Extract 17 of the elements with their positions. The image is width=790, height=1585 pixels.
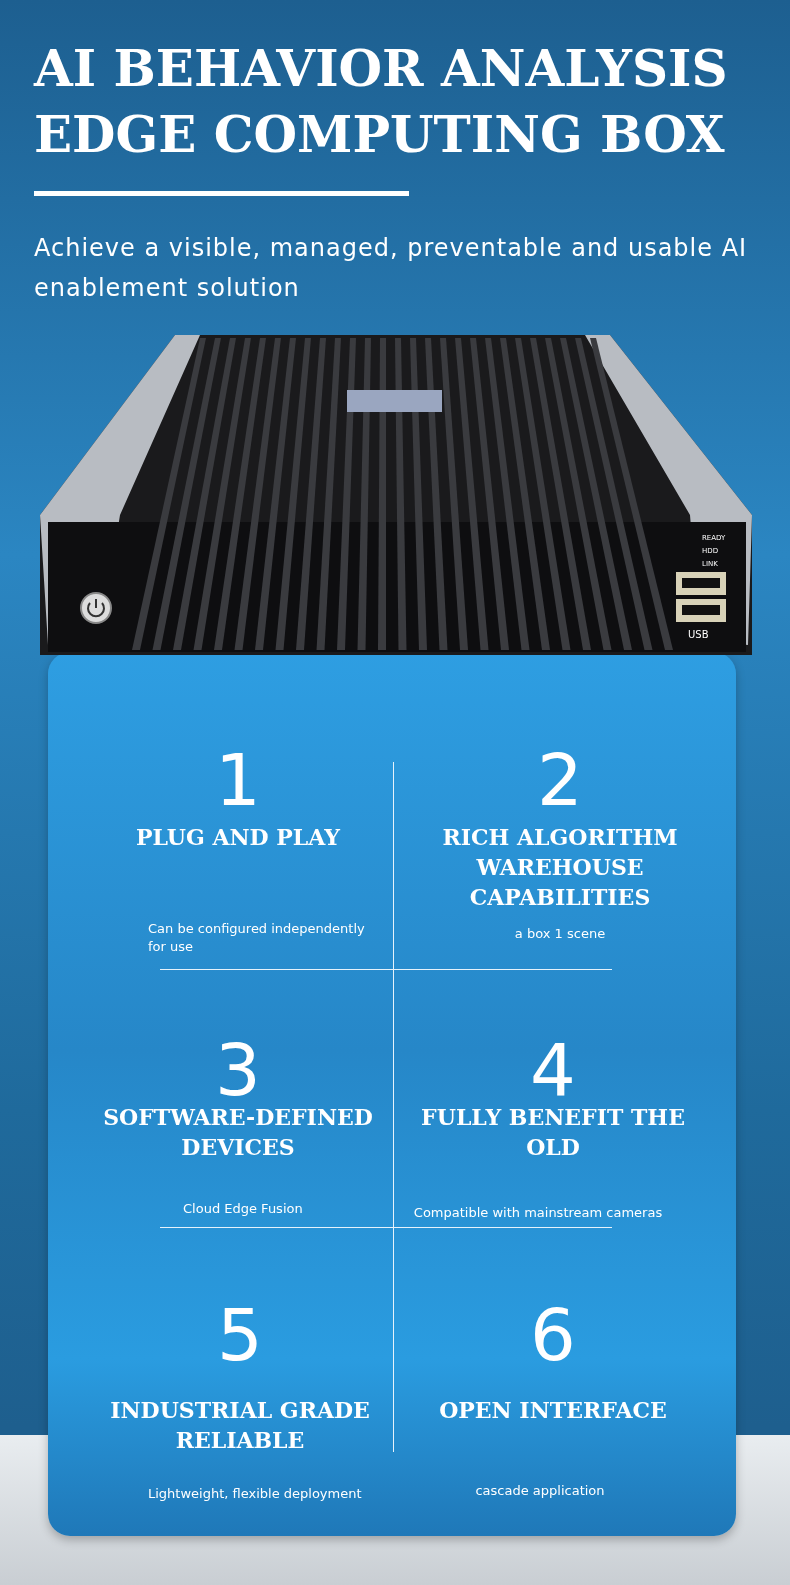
feature-description: a box 1 scene xyxy=(513,925,607,943)
feature-description: Lightweight, flexible deployment xyxy=(148,1485,363,1503)
feature-description: Compatible with mainstream cameras xyxy=(412,1204,664,1222)
feature-number: 2 xyxy=(536,737,584,824)
feature-heading: OPEN INTERFACE xyxy=(438,1396,668,1425)
feature-heading: INDUSTRIAL GRADE RELIABLE xyxy=(109,1396,371,1455)
feature-heading: RICH ALGORITHM WAREHOUSE CAPABILITIES xyxy=(441,823,679,912)
feature-heading: PLUG AND PLAY xyxy=(134,823,342,852)
feature-number: 6 xyxy=(529,1292,577,1379)
feature-number: 5 xyxy=(216,1292,264,1379)
port-label: USB xyxy=(688,629,709,640)
feature-number: 1 xyxy=(214,737,262,824)
feature-description: Can be configured independently for use xyxy=(148,920,366,956)
subtitle: Achieve a visible, managed, preventable and usable AI enablement solution xyxy=(34,233,749,304)
feature-description: cascade application xyxy=(474,1482,606,1500)
title: AI BEHAVIOR ANALYSIS EDGE COMPUTING BOX xyxy=(34,38,729,166)
feature-description: Cloud Edge Fusion xyxy=(183,1200,304,1218)
